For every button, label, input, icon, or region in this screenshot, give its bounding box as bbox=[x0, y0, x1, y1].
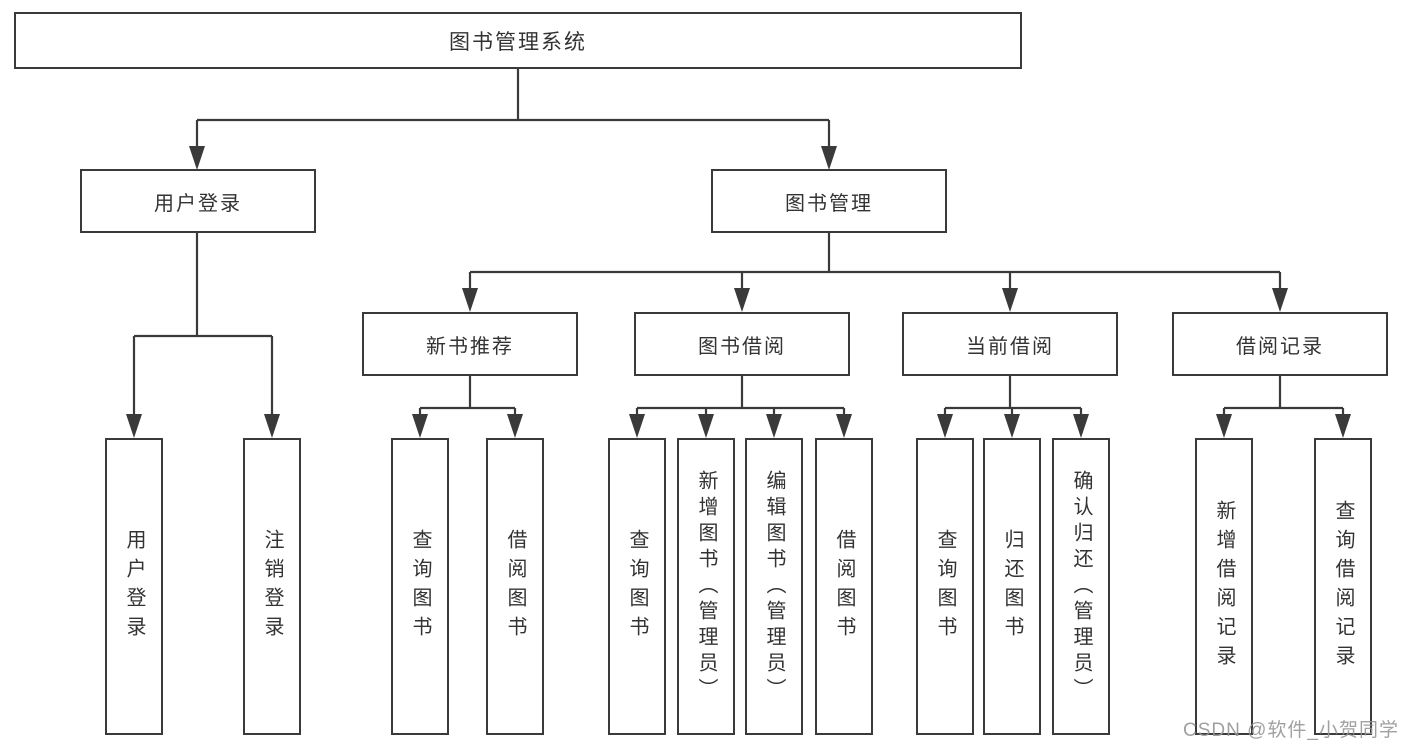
node-label: 借阅图书 bbox=[833, 528, 855, 645]
leaf-confirm-return-admin: 确认归还（管理员） bbox=[1052, 438, 1110, 735]
node-label: 新增图书（管理员） bbox=[695, 469, 717, 704]
node-label: 新书推荐 bbox=[426, 335, 514, 358]
connector-records-to-leaves bbox=[1222, 376, 1345, 418]
node-book-borrowing: 图书借阅 bbox=[634, 312, 850, 376]
arrowheads bbox=[126, 146, 1351, 438]
node-user-login: 用户登录 bbox=[80, 169, 316, 233]
node-label: 借阅图书 bbox=[504, 528, 526, 645]
arrow-down-icon bbox=[412, 414, 428, 438]
arrow-down-icon bbox=[629, 414, 645, 438]
node-label: 注销登录 bbox=[261, 528, 283, 645]
arrow-down-icon bbox=[821, 146, 837, 170]
node-label: 编辑图书（管理员） bbox=[763, 469, 785, 704]
arrow-down-icon bbox=[1073, 414, 1089, 438]
arrow-down-icon bbox=[698, 414, 714, 438]
arrow-down-icon bbox=[766, 414, 782, 438]
connector-current-to-leaves bbox=[943, 376, 1083, 418]
node-label: 当前借阅 bbox=[966, 335, 1054, 358]
node-label: 图书借阅 bbox=[698, 335, 786, 358]
node-label: 图书管理 bbox=[785, 192, 873, 215]
arrow-down-icon bbox=[734, 288, 750, 312]
arrow-down-icon bbox=[1272, 288, 1288, 312]
arrow-down-icon bbox=[462, 288, 478, 312]
node-label: 归还图书 bbox=[1001, 528, 1023, 645]
node-label: 查询图书 bbox=[934, 528, 956, 645]
leaf-query-borrow-record: 查询借阅记录 bbox=[1314, 438, 1372, 735]
arrow-down-icon bbox=[1002, 288, 1018, 312]
connector-root-to-level2 bbox=[195, 68, 831, 148]
leaf-user-login: 用户登录 bbox=[105, 438, 163, 735]
arrow-down-icon bbox=[937, 414, 953, 438]
leaf-edit-books-admin: 编辑图书（管理员） bbox=[745, 438, 803, 735]
arrow-down-icon bbox=[1004, 414, 1020, 438]
node-label: 用户登录 bbox=[123, 528, 145, 645]
node-book-management: 图书管理 bbox=[711, 169, 947, 233]
node-label: 查询图书 bbox=[409, 528, 431, 645]
node-label: 用户登录 bbox=[154, 192, 242, 215]
connector-bookmgmt-to-level3 bbox=[468, 233, 1282, 292]
leaf-return-books: 归还图书 bbox=[983, 438, 1041, 735]
csdn-watermark: CSDN @软件_小贺同学 bbox=[1183, 720, 1399, 741]
node-label: 查询借阅记录 bbox=[1332, 499, 1354, 674]
leaf-borrow-books: 借阅图书 bbox=[815, 438, 873, 735]
leaf-query-books-current: 查询图书 bbox=[916, 438, 974, 735]
connector-borrow-to-leaves bbox=[635, 376, 846, 418]
arrow-down-icon bbox=[507, 414, 523, 438]
arrow-down-icon bbox=[1335, 414, 1351, 438]
leaf-query-books-borrowing: 查询图书 bbox=[608, 438, 666, 735]
leaf-borrow-books-recommend: 借阅图书 bbox=[486, 438, 544, 735]
arrow-down-icon bbox=[126, 414, 142, 438]
leaf-add-books-admin: 新增图书（管理员） bbox=[677, 438, 735, 735]
arrow-down-icon bbox=[264, 414, 280, 438]
connector-userlogin-to-leaves bbox=[132, 233, 274, 418]
node-borrowing-records: 借阅记录 bbox=[1172, 312, 1388, 376]
node-root: 图书管理系统 bbox=[14, 12, 1022, 69]
node-label: 图书管理系统 bbox=[449, 30, 587, 54]
node-label: 确认归还（管理员） bbox=[1070, 469, 1092, 704]
node-label: 查询图书 bbox=[626, 528, 648, 645]
arrow-down-icon bbox=[1216, 414, 1232, 438]
arrow-down-icon bbox=[836, 414, 852, 438]
leaf-query-books-recommend: 查询图书 bbox=[391, 438, 449, 735]
connector-newbooks-to-leaves bbox=[418, 376, 517, 418]
node-label: 新增借阅记录 bbox=[1213, 499, 1235, 674]
node-current-borrowing: 当前借阅 bbox=[902, 312, 1118, 376]
leaf-logout: 注销登录 bbox=[243, 438, 301, 735]
node-label: 借阅记录 bbox=[1236, 335, 1324, 358]
leaf-add-borrow-record: 新增借阅记录 bbox=[1195, 438, 1253, 735]
node-new-book-recommend: 新书推荐 bbox=[362, 312, 578, 376]
arrow-down-icon bbox=[189, 146, 205, 170]
